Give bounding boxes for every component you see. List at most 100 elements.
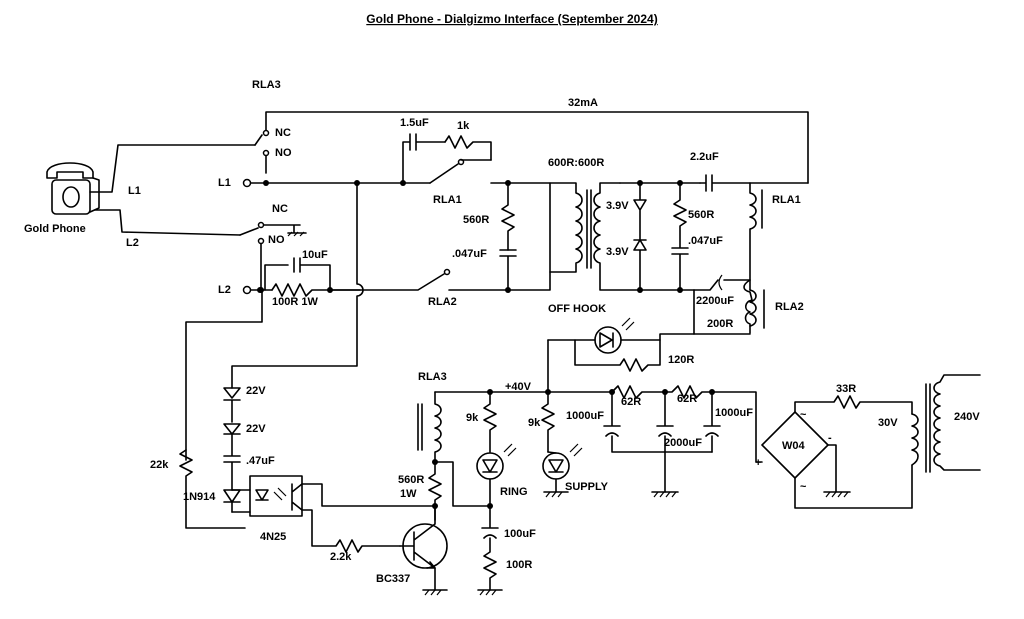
- r560a-label: 560R: [463, 214, 489, 226]
- resistor-22k: [179, 449, 246, 529]
- transistor-leads: [399, 505, 436, 591]
- transformer-core: [586, 189, 592, 269]
- c2u2-label: 2.2uF: [690, 151, 719, 163]
- wire-off-hook: [547, 333, 695, 341]
- zener-pair-3v9: [633, 182, 647, 291]
- capacitor-100u-resistor-100r: [481, 505, 499, 591]
- ac2-label: ~: [800, 481, 807, 493]
- capacitor-2u2: [699, 174, 751, 192]
- r100r-1w-label: 100R 1W: [272, 296, 318, 308]
- phone-l2-label: L2: [126, 237, 139, 249]
- bc337-label: BC337: [376, 573, 410, 585]
- phone-l1-label: L1: [128, 185, 141, 197]
- rla1-contact-blade: [429, 163, 459, 184]
- r120-label: 120R: [668, 354, 694, 366]
- capacitor-10u: [264, 257, 331, 291]
- supply-rays: [569, 443, 583, 457]
- wire-40v-rail: [434, 385, 763, 463]
- resistor-1k: [444, 135, 492, 161]
- opto-transistor: [291, 483, 303, 511]
- wire-primary-loop: [448, 182, 551, 291]
- capacitor-1u5: [402, 133, 446, 184]
- r22k-label: 22k: [150, 459, 169, 471]
- ground-nc2: [263, 224, 307, 234]
- rla3-nc2-label: NC: [272, 203, 288, 215]
- z39b-label: 3.9V: [606, 246, 629, 258]
- r100r-label: 100R: [506, 559, 532, 571]
- resistor-120r: [574, 339, 661, 372]
- transformer-primary-coil: [549, 182, 583, 273]
- rla3-coil: [434, 391, 442, 463]
- off-hook-rays: [621, 317, 635, 331]
- off-hook-led: [594, 326, 622, 354]
- c047b-label: .047uF: [688, 235, 723, 247]
- supply-label: SUPPLY: [565, 481, 609, 493]
- wire-l2-to-22k: [185, 289, 263, 461]
- mains-secondary-coil: [911, 413, 919, 466]
- resistor-560r-a: [501, 182, 515, 251]
- r33-label: 33R: [836, 383, 856, 395]
- mains-core: [925, 383, 931, 473]
- rla1-coil-label: RLA1: [772, 194, 801, 206]
- r9kb-label: 9k: [528, 417, 541, 429]
- c2200-label: 2200uF: [696, 295, 734, 307]
- supply-led: [542, 452, 570, 480]
- resistor-560r-1w: [428, 461, 442, 521]
- rla3-no2-label: NO: [268, 234, 285, 246]
- c2000-label: 2000uF: [664, 437, 702, 449]
- v240-label: 240V: [954, 411, 980, 423]
- ground-bridge: [823, 444, 851, 493]
- zener-cap-chain: [223, 387, 241, 491]
- wire-ring: [434, 461, 491, 507]
- ring-diode: [482, 459, 498, 473]
- current-label: 32mA: [568, 97, 598, 109]
- telephone-icon: [46, 162, 100, 215]
- minus-label: -: [828, 432, 832, 444]
- rla3-switch-blade-2: [239, 227, 259, 236]
- opto-rays: [273, 487, 287, 501]
- phone-line-l2: [94, 209, 241, 236]
- resistor-9k-a: [483, 391, 497, 453]
- capacitor-2000u: [656, 391, 674, 493]
- c047c-label: .47uF: [246, 455, 275, 467]
- rla2-contact-label: RLA2: [428, 296, 457, 308]
- opto-label: 4N25: [260, 531, 286, 543]
- wire-l1-to-zener: [231, 182, 364, 389]
- resistor-33r: [794, 395, 913, 415]
- l1-terminal-label: L1: [218, 177, 231, 189]
- rla1-contact-label: RLA1: [433, 194, 462, 206]
- wire-opto-collector: [301, 483, 436, 507]
- r2k2-label: 2.2k: [330, 551, 352, 563]
- r560b-label: 560R: [688, 209, 714, 221]
- rla1-coil: [749, 182, 757, 291]
- rla3-coil-label: RLA3: [418, 371, 447, 383]
- v30-label: 30V: [878, 417, 898, 429]
- r9ka-label: 9k: [466, 412, 479, 424]
- ac1-label: ~: [800, 409, 807, 421]
- optocoupler-4n25: [249, 475, 303, 517]
- c1000a-label: 1000uF: [566, 410, 604, 422]
- r1k-label: 1k: [457, 120, 470, 132]
- resistor-100r-1w: [271, 283, 361, 297]
- resistor-cap-560r-b: [671, 182, 689, 291]
- diagram-title: Gold Phone - Dialgizmo Interface (Septem…: [366, 12, 657, 26]
- rla3-no1-label: NO: [275, 147, 292, 159]
- rla3-top-label: RLA3: [252, 79, 281, 91]
- r62b-label: 62R: [677, 393, 697, 405]
- c100u-label: 100uF: [504, 528, 536, 540]
- d1n914-label: 1N914: [183, 491, 216, 503]
- z39a-label: 3.9V: [606, 200, 629, 212]
- ring-rays: [503, 443, 517, 457]
- phone-label: Gold Phone: [24, 223, 86, 235]
- resistor-200r: [743, 279, 753, 334]
- transistor-emitter-arrow: [426, 561, 436, 569]
- resistor-9k-b: [541, 391, 555, 453]
- capacitor-2200u: [693, 279, 751, 291]
- supply-diode: [548, 459, 564, 473]
- phone-line-l1: [89, 144, 256, 193]
- c10u-label: 10uF: [302, 249, 328, 261]
- ring-led: [476, 452, 504, 480]
- w04-label: W04: [782, 440, 806, 452]
- mains-primary-coil: [933, 374, 981, 471]
- c047a-label: .047uF: [452, 248, 487, 260]
